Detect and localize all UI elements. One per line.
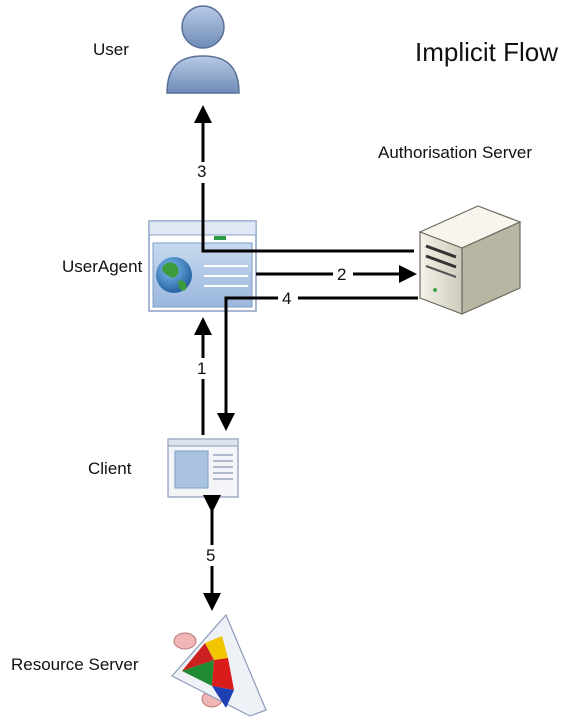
step-5-label: 5 xyxy=(206,546,216,565)
authorisation-server-label: Authorisation Server xyxy=(378,143,533,162)
step-label-backgrounds xyxy=(194,162,353,566)
user-label: User xyxy=(93,40,129,59)
arrow-step-3 xyxy=(194,105,414,253)
resource-server-icon xyxy=(171,613,267,717)
client-label: Client xyxy=(88,459,132,478)
server-icon xyxy=(418,205,522,315)
arrow-step-4 xyxy=(217,296,418,431)
diagram-title: Implicit Flow xyxy=(415,37,559,67)
arrows xyxy=(194,105,418,611)
step-1-label: 1 xyxy=(197,359,207,378)
user-agent-label: UserAgent xyxy=(62,257,143,276)
user-icon xyxy=(166,5,240,94)
client-app-icon xyxy=(167,438,239,498)
step-4-label: 4 xyxy=(282,289,292,308)
step-2-label: 2 xyxy=(337,265,347,284)
resource-server-label: Resource Server xyxy=(11,655,139,674)
step-3-label: 3 xyxy=(197,162,207,181)
